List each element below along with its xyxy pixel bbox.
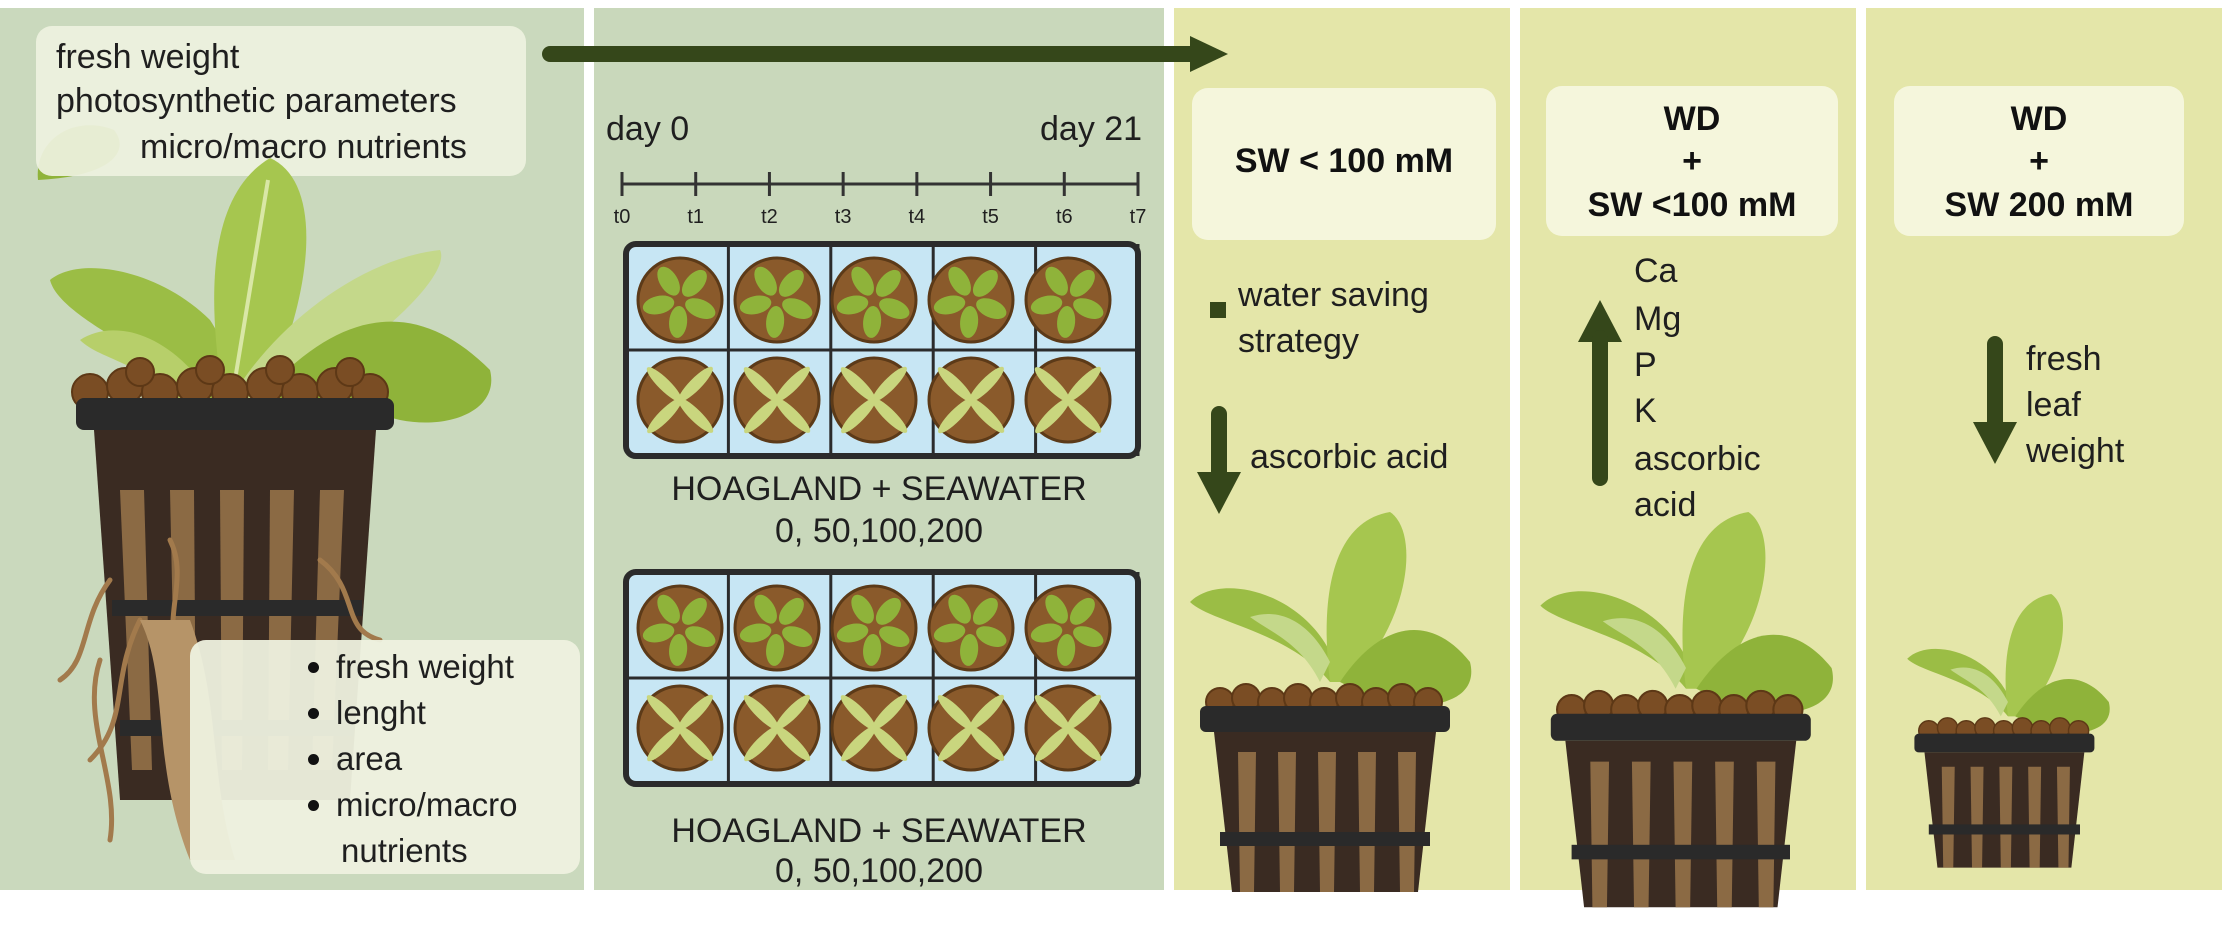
- seedling-cell: [1024, 356, 1112, 444]
- result-decrease-item: fresh: [2026, 340, 2102, 378]
- seedling-cell: [927, 256, 1015, 344]
- timeline-tick-label: t6: [1055, 206, 1073, 228]
- tray-bottom-label-line1: HOAGLAND + SEAWATER: [671, 812, 1087, 850]
- measurements-box: [36, 26, 526, 176]
- tray-bottom-icon: [623, 569, 1141, 787]
- root-measurements-box: [190, 640, 580, 874]
- result-increase-item: ascorbic: [1634, 440, 1761, 478]
- decrease-arrow-icon: [1197, 406, 1241, 514]
- result-decrease-item: weight: [2026, 432, 2125, 470]
- seedling-cell: [733, 256, 821, 344]
- timeline-axis: [620, 172, 1140, 196]
- seedling-cell: [927, 684, 1015, 772]
- result-increase-item: Mg: [1634, 300, 1682, 338]
- result-increase-item: P: [1634, 346, 1657, 384]
- root-measure-item: fresh weight: [306, 644, 726, 690]
- timeline-tick-label: t7: [1129, 206, 1147, 228]
- seedling-cell: [1024, 256, 1112, 344]
- result-header-box: WD + SW 200 mM: [1894, 86, 2184, 236]
- seedling-cell: [636, 356, 724, 444]
- seedling-cell: [830, 684, 918, 772]
- result-plant-icon: [1907, 594, 2110, 868]
- measurement-photosynthetic: photosynthetic parameters: [56, 82, 457, 120]
- result-header-text: WD: [2010, 100, 2068, 138]
- result-decrease-item: ascorbic acid: [1250, 438, 1449, 476]
- timeline-start-label: day 0: [606, 110, 690, 148]
- result-note: water saving: [1238, 276, 1429, 314]
- timeline-tick-label: t2: [761, 206, 778, 228]
- seedling-cell: [636, 584, 724, 672]
- measurement-nutrients: micro/macro nutrients: [140, 128, 467, 166]
- seedling-cell: [636, 256, 724, 344]
- result-header-text: SW < 100 mM: [1234, 142, 1454, 180]
- timeline-tick-label: t0: [613, 206, 631, 228]
- seedling-cell: [1024, 684, 1112, 772]
- result-header-text: SW <100 mM: [1587, 186, 1797, 224]
- result-header-box: SW < 100 mM: [1192, 88, 1496, 240]
- tray-top-label-line2: 0, 50,100,200: [775, 512, 983, 550]
- seedling-cell: [1024, 584, 1112, 672]
- result-header-box: WD + SW <100 mM: [1546, 86, 1838, 236]
- result-header-text: WD: [1663, 100, 1721, 138]
- timeline-tick-label: t3: [834, 206, 852, 228]
- result-decrease-item: leaf: [2026, 386, 2081, 424]
- result-increase-item: K: [1634, 392, 1657, 430]
- root-measure-item: lenght: [306, 690, 726, 736]
- seedling-cell: [927, 356, 1015, 444]
- tray-top-label-line1: HOAGLAND + SEAWATER: [671, 470, 1087, 508]
- seedling-cell: [830, 256, 918, 344]
- root-measure-item: micro/macro: [306, 782, 726, 828]
- timeline-tick-label: t5: [982, 206, 999, 228]
- result-header-text: +: [2029, 142, 2049, 180]
- tray-top-icon: [623, 241, 1141, 459]
- bullet-square-icon: [1210, 302, 1226, 318]
- timeline-tick-label: t1: [687, 206, 705, 228]
- tray-bottom-label-line2: 0, 50,100,200: [775, 852, 983, 890]
- seedling-cell: [733, 356, 821, 444]
- seedling-cell: [830, 584, 918, 672]
- process-arrow: [542, 36, 1228, 72]
- increase-arrow-icon: [1578, 300, 1622, 486]
- seedling-cell: [830, 356, 918, 444]
- root-measure-item: area: [306, 736, 726, 782]
- result-header-text: +: [1682, 142, 1702, 180]
- result-plant-icon: [1540, 512, 1833, 908]
- seedling-cell: [733, 684, 821, 772]
- result-header-text: SW 200 mM: [1944, 186, 2134, 224]
- result-increase-item: acid: [1634, 486, 1697, 524]
- seedling-cell: [733, 584, 821, 672]
- result-plant-icon: [1190, 512, 1472, 892]
- seedling-cell: [927, 584, 1015, 672]
- result-note: strategy: [1238, 322, 1359, 360]
- result-increase-item: Ca: [1634, 252, 1678, 290]
- measurement-fresh-weight: fresh weight: [56, 38, 240, 76]
- timeline-end-label: day 21: [1040, 110, 1143, 148]
- root-measure-item-continued: nutrients: [341, 832, 468, 869]
- seedling-cell: [636, 684, 724, 772]
- timeline-tick-label: t4: [908, 206, 926, 228]
- root-measurements-list: fresh weight lenght area micro/macro: [306, 644, 726, 828]
- decrease-arrow-icon: [1973, 336, 2017, 464]
